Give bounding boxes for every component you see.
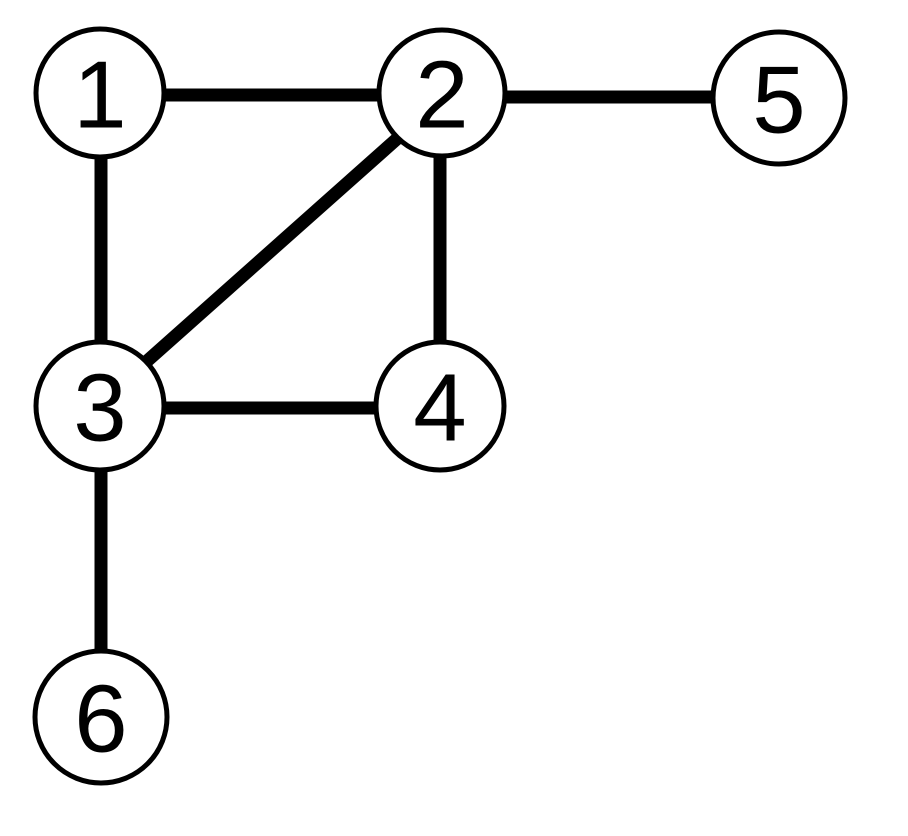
node-circle-1 [33, 26, 167, 160]
node-circle-2 [376, 27, 508, 159]
node-label-2: 2 [415, 42, 468, 149]
node-label-5: 5 [752, 47, 805, 154]
node-circle-6 [32, 648, 170, 786]
node-label-6: 6 [74, 666, 127, 773]
graph-node-1[interactable]: 1 [33, 26, 167, 160]
node-circle-5 [710, 29, 848, 167]
edges-layer [94, 88, 713, 651]
node-label-1: 1 [73, 42, 126, 149]
node-circle-3 [33, 339, 167, 473]
graph-node-6[interactable]: 6 [32, 648, 170, 786]
nodes-layer: 1 2 3 4 5 6 [32, 26, 848, 786]
node-circle-4 [373, 339, 507, 473]
graph-node-3[interactable]: 3 [33, 339, 167, 473]
graph-node-5[interactable]: 5 [710, 29, 848, 167]
graph-node-4[interactable]: 4 [373, 339, 507, 473]
graph-edge-2-3 [141, 132, 404, 367]
node-label-4: 4 [413, 355, 466, 462]
graph-node-2[interactable]: 2 [376, 27, 508, 159]
node-label-3: 3 [73, 355, 126, 462]
